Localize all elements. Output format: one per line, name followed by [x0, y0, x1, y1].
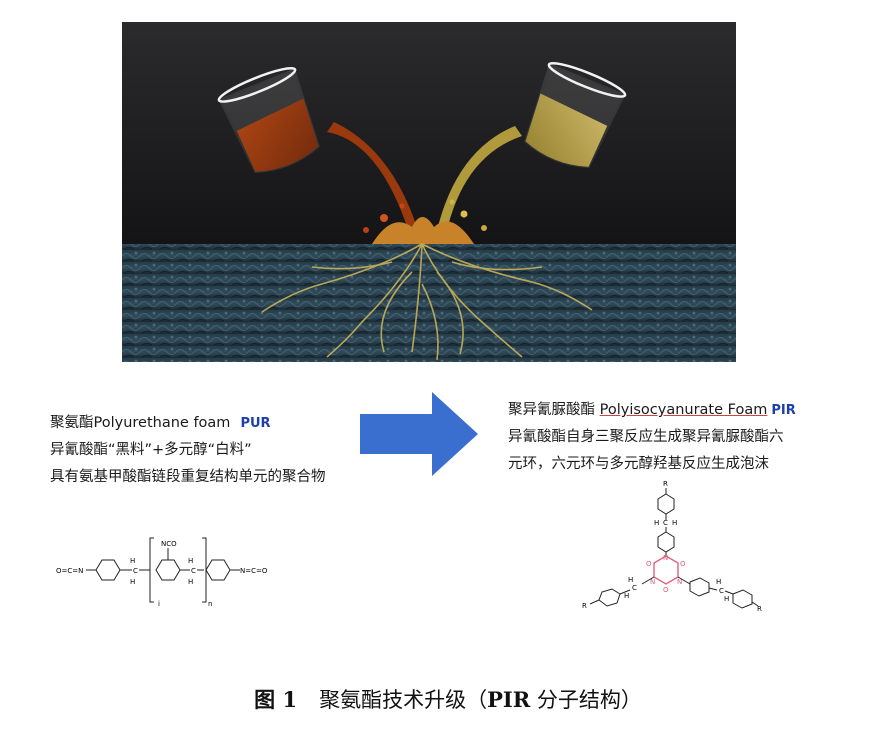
pur-title-en: Polyurethane foam — [93, 415, 231, 431]
pur-raw-materials: 异氰酸酯“黑料”+多元醇“白料” — [50, 442, 252, 458]
pir-h-left-2: H — [624, 592, 629, 600]
pur-h-4: H — [188, 578, 193, 586]
pur-subscript-i: i — [158, 600, 160, 608]
beakers-pouring-image — [122, 22, 736, 362]
pur-nco-right: N=C=O — [240, 567, 268, 575]
pir-r-right: R — [757, 605, 762, 613]
pir-ring-o-1: O — [680, 560, 686, 568]
pir-ring-n-right: N — [677, 578, 682, 586]
pir-h-top-1: H — [654, 519, 659, 527]
pur-h-3: H — [188, 557, 193, 565]
pir-r-left: R — [582, 602, 587, 610]
caption-text-after: 分子结构） — [530, 688, 642, 712]
pur-c-1: C — [133, 567, 138, 575]
pir-ring-o-2: O — [646, 560, 652, 568]
pir-abbr: PIR — [771, 403, 796, 418]
right-arrow-icon — [360, 392, 478, 476]
pir-ring-n-top: N — [663, 554, 668, 562]
pur-description: 聚氨酯Polyurethane foam PUR 异氰酸酯“黑料”+多元醇“白料”… — [50, 410, 350, 491]
pur-title-line: 聚氨酯Polyurethane foam PUR — [50, 410, 350, 437]
pir-ring-o-3: O — [663, 586, 669, 594]
pur-c-2: C — [191, 567, 196, 575]
pur-definition: 具有氨基甲酸酯链段重复结构单元的聚合物 — [50, 469, 326, 485]
pir-reaction-line-1: 异氰酸酯自身三聚反应生成聚异氰脲酸酯六 — [508, 429, 784, 445]
pur-abbr: PUR — [240, 416, 271, 431]
pir-ring-n-left: N — [650, 578, 655, 586]
pir-c-right: C — [719, 587, 724, 595]
pir-title-en: Polyisocyanurate Foam — [599, 402, 768, 418]
pur-subscript-n: n — [208, 600, 212, 608]
pir-molecular-structure: R H C H N O O N N O H C H R H C H R — [582, 480, 762, 613]
pur-h-2: H — [130, 578, 135, 586]
pir-h-left-1: H — [628, 576, 633, 584]
pir-reaction-line-2: 元环，六元环与多元醇羟基反应生成泡沫 — [508, 456, 769, 472]
pur-h-1: H — [130, 557, 135, 565]
pir-h-right-1: H — [716, 578, 721, 586]
pur-pendant-nco: NCO — [161, 540, 177, 548]
pir-c-left: C — [632, 584, 637, 592]
pir-h-right-2: H — [724, 595, 729, 603]
caption-text-bold: PIR — [487, 687, 531, 712]
pir-title-zh: 聚异氰脲酸酯 — [508, 402, 595, 418]
pur-title-zh: 聚氨酯 — [50, 415, 94, 431]
pur-molecular-structure: O=C=N H C H NCO H C H i n N=C=O — [56, 537, 268, 608]
figure-caption: 图 1 聚氨酯技术升级（PIR 分子结构） — [0, 684, 896, 714]
foam-photo — [122, 22, 736, 362]
figure-number: 图 1 — [254, 687, 298, 712]
pir-c-top: C — [663, 519, 668, 527]
caption-text-before: 聚氨酯技术升级（ — [319, 688, 488, 712]
pur-nco-left: O=C=N — [56, 567, 83, 575]
pir-h-top-2: H — [672, 519, 677, 527]
pir-r-top: R — [663, 480, 668, 488]
